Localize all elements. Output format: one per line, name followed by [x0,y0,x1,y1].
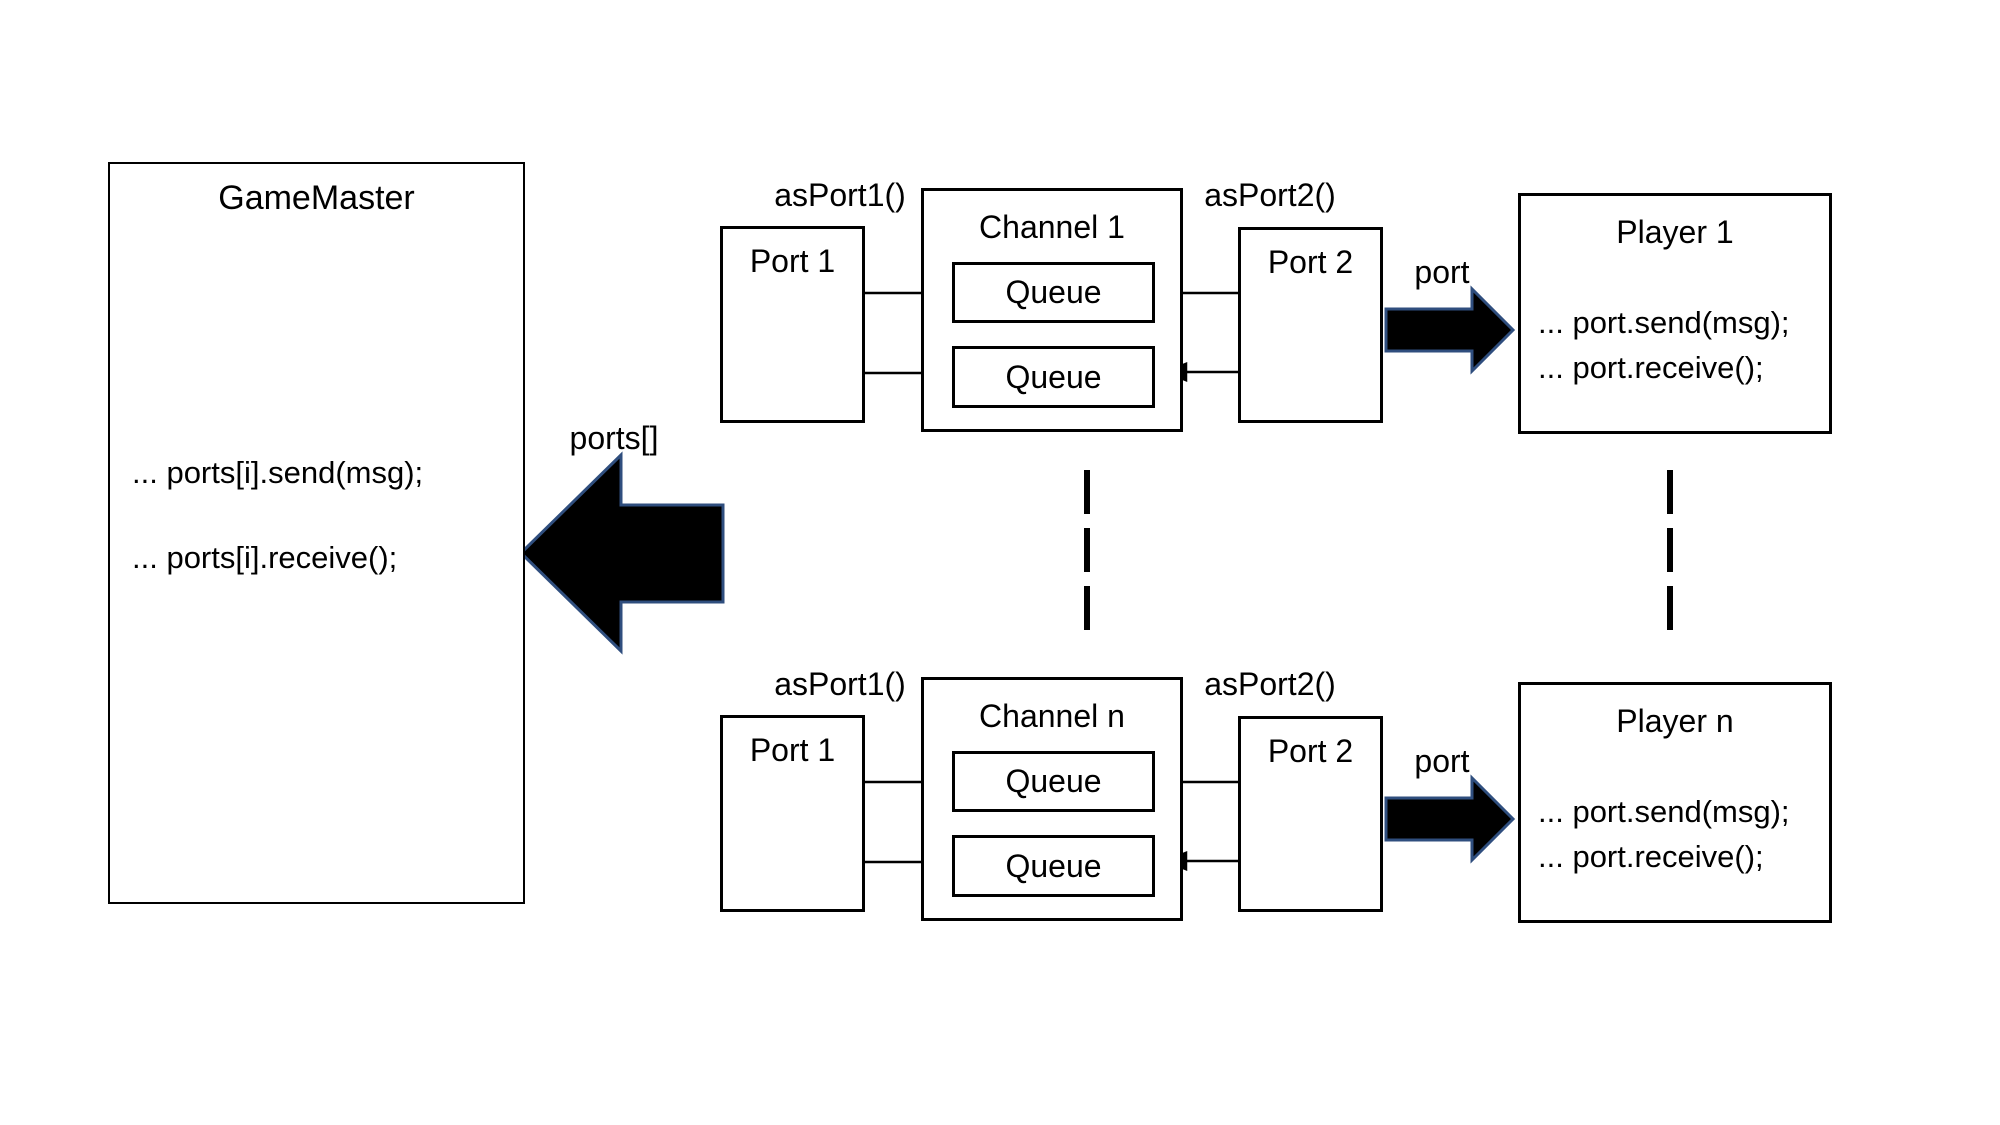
asport2-label: asPort2() [1204,177,1336,213]
player-title: Player 1 [1616,214,1734,250]
port2-title: Port 2 [1267,244,1354,280]
gamemaster-box: GameMaster ... ports[i].send(msg); ... p… [108,162,525,904]
player-code-receive: ... port.receive(); [1538,350,1764,385]
player-title: Player n [1616,703,1734,739]
asport1-label: asPort1() [774,666,906,702]
gamemaster-code-send: ... ports[i].send(msg); [132,455,424,490]
ports-array-label: ports[] [569,420,659,456]
port2-title: Port 2 [1267,733,1354,769]
ports-array-big-left-arrow-icon [518,451,725,655]
port2-box: Port 2 [1238,227,1383,423]
queue-label: Queue [1005,358,1102,395]
queue-box-send: Queue [952,262,1155,323]
player-box: Player n ... port.send(msg); ... port.re… [1518,682,1832,923]
port1-box: Port 1 [720,715,865,912]
port1-title: Port 1 [749,243,836,279]
asport2-label: asPort2() [1204,666,1336,702]
queue-label: Queue [1005,847,1102,884]
port-big-right-arrow-icon [1384,285,1516,375]
asport1-label: asPort1() [774,177,906,213]
queue-box-receive: Queue [952,835,1155,897]
player-code-send: ... port.send(msg); [1538,794,1790,829]
player-code: ... port.send(msg); ... port.receive(); [1538,300,1790,390]
player-box: Player 1 ... port.send(msg); ... port.re… [1518,193,1832,434]
player-code-receive: ... port.receive(); [1538,839,1764,874]
gamemaster-code-receive: ... ports[i].receive(); [132,540,398,575]
port-ref-label: port [1414,254,1470,290]
port-big-right-arrow-icon [1384,774,1516,864]
queue-box-receive: Queue [952,346,1155,408]
channel-title: Channel n [979,698,1125,734]
player-code-send: ... port.send(msg); [1538,305,1790,340]
port-ref-label: port [1414,743,1470,779]
player-code: ... port.send(msg); ... port.receive(); [1538,789,1790,879]
port2-box: Port 2 [1238,716,1383,912]
queue-label: Queue [1005,763,1102,799]
port1-title: Port 1 [749,732,836,768]
queue-label: Queue [1005,274,1102,310]
gamemaster-title: GameMaster [218,179,415,217]
queue-box-send: Queue [952,751,1155,812]
port1-box: Port 1 [720,226,865,423]
channel-title: Channel 1 [979,209,1125,245]
